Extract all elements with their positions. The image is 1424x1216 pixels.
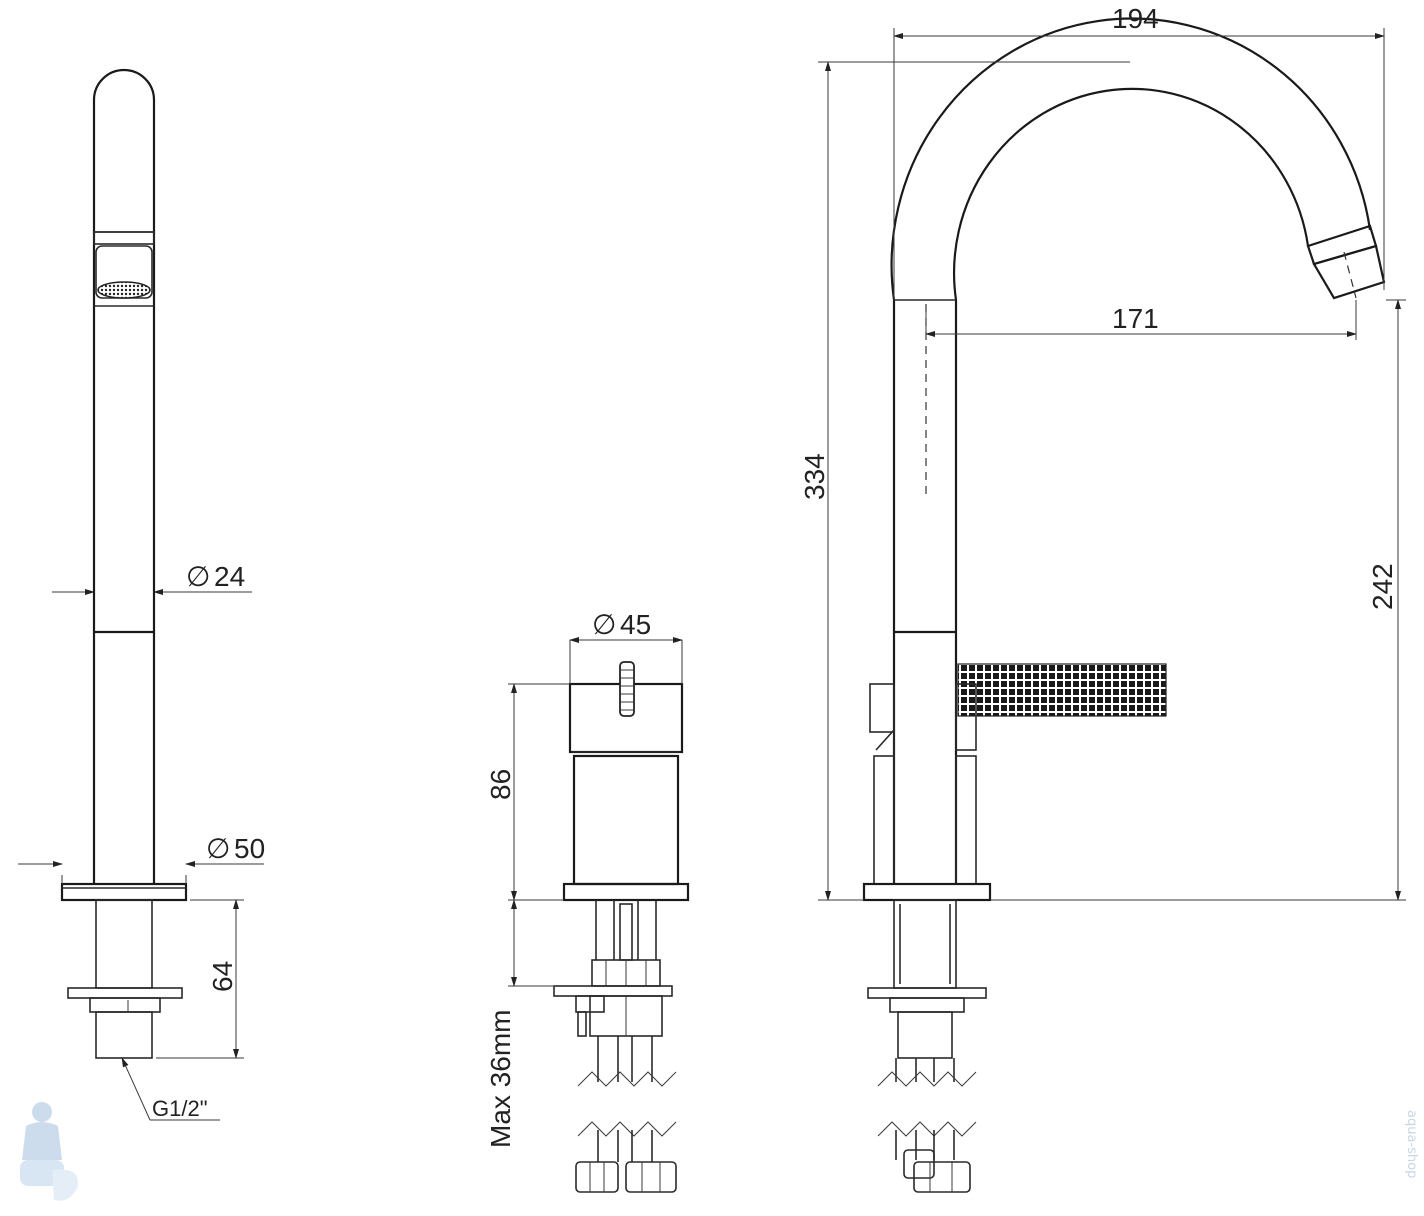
dim-reach-171: 171 bbox=[1112, 303, 1159, 334]
dim-height-334: 334 bbox=[799, 453, 830, 500]
dim-diameter-50: 50 bbox=[234, 833, 265, 864]
diameter-symbol: ∅ bbox=[186, 560, 210, 593]
dim-diameter-45: 45 bbox=[620, 609, 651, 640]
plumber-logo bbox=[20, 1102, 79, 1201]
diameter-symbol: ∅ bbox=[592, 608, 616, 641]
dim-height-242: 242 bbox=[1367, 563, 1398, 610]
side-view: 194 171 334 242 bbox=[799, 3, 1406, 1193]
watermark-text: aqua-shop bbox=[1404, 1110, 1419, 1178]
diameter-symbol: ∅ bbox=[206, 832, 230, 865]
dim-max-depth: Max 36mm bbox=[485, 1010, 516, 1148]
dim-diameter-24: 24 bbox=[214, 561, 245, 592]
dim-width-194: 194 bbox=[1112, 3, 1159, 34]
dim-height-64: 64 bbox=[207, 961, 238, 992]
handle-view: ∅ 45 86 Max 36mm bbox=[485, 608, 690, 1193]
dim-height-86: 86 bbox=[485, 769, 516, 800]
dim-thread: G1/2" bbox=[152, 1096, 208, 1121]
front-view: ∅ 24 ∅ 50 64 G1/2" bbox=[18, 68, 265, 1121]
